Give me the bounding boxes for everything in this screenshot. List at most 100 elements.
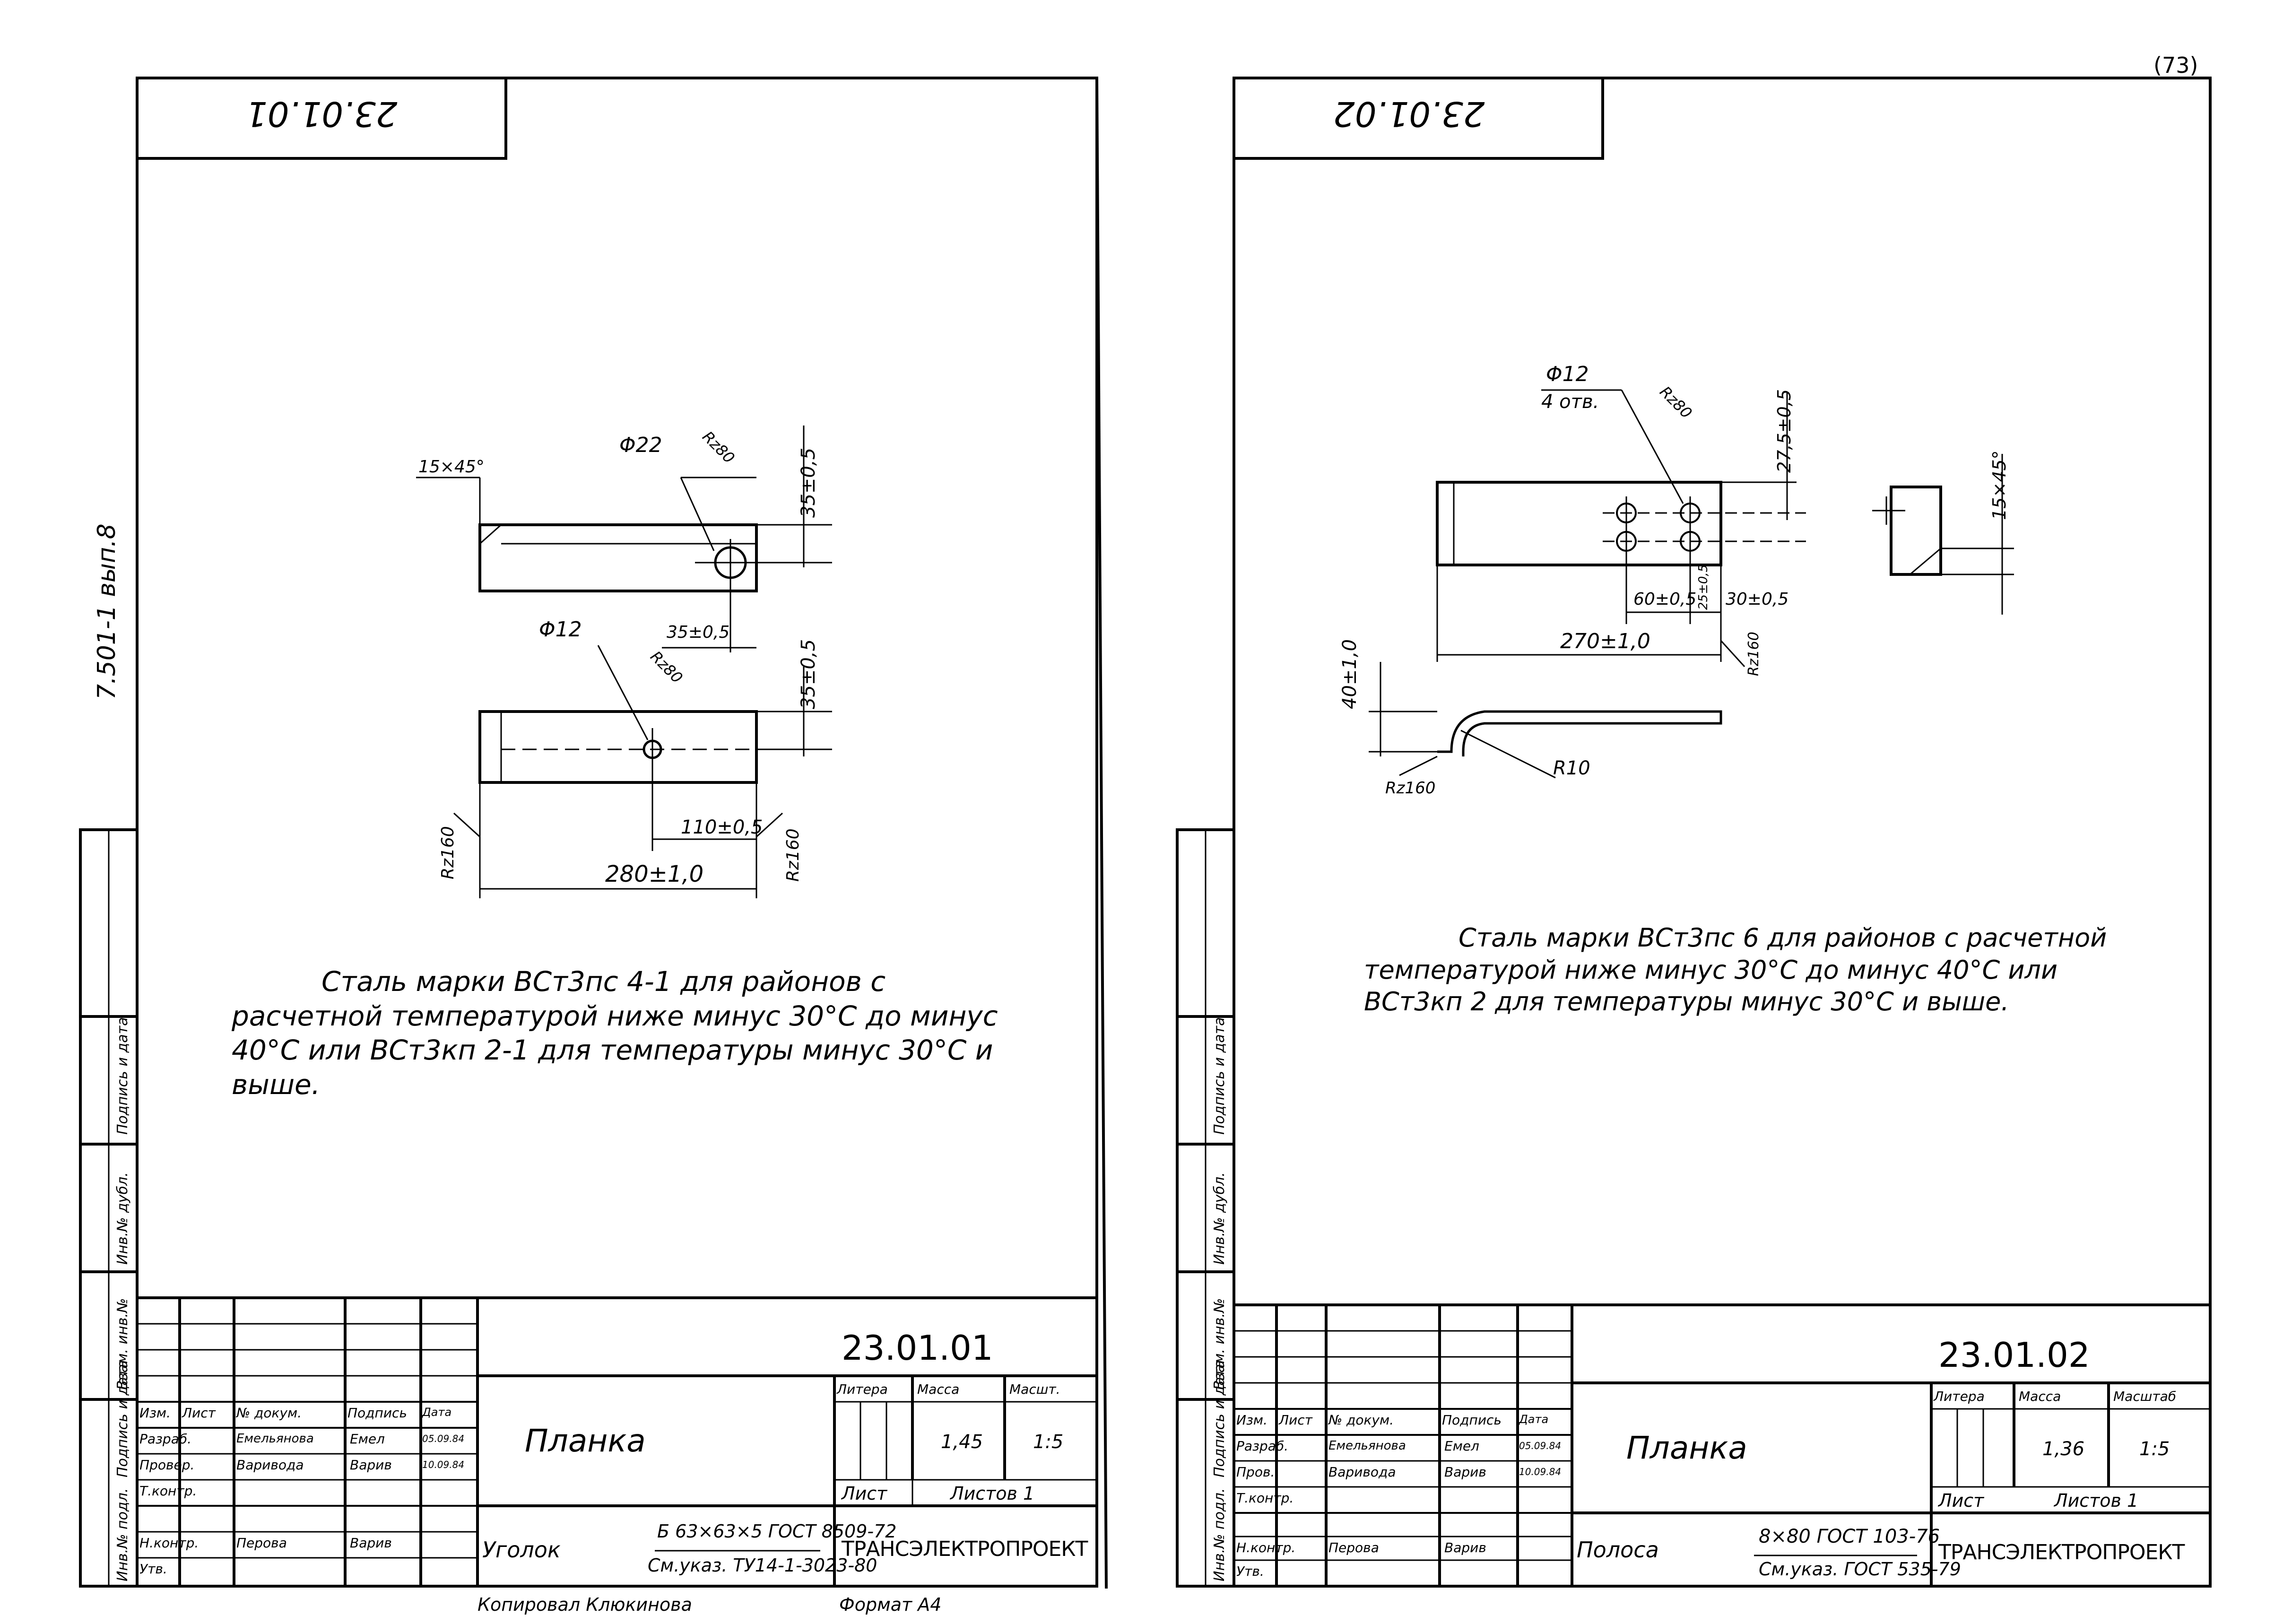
s1-role-4: Утв.	[139, 1561, 167, 1577]
part1-chamfer: 15×45°	[418, 457, 485, 477]
s2-role-3: Н.контр.	[1236, 1540, 1296, 1555]
part1-dim-35-bottom: 35±0,5	[798, 639, 819, 709]
s2-strip-3: Инв.№ дубл.	[1211, 1172, 1228, 1265]
s2-head-doc: № докум.	[1328, 1412, 1394, 1428]
part1-top-view	[478, 523, 758, 592]
page-number: (73)	[2153, 52, 2198, 78]
sheet1-title-block	[136, 1296, 1098, 1588]
s1-litera-label: Литера	[837, 1381, 888, 1397]
s2-material-prefix: Полоса	[1577, 1537, 1659, 1563]
s1-strip-4: Подпись и дата	[114, 1017, 131, 1135]
s1-sheet-label: Лист	[842, 1483, 887, 1504]
s1-role-0: Разраб.	[139, 1431, 192, 1447]
s2-role-1: Пров.	[1236, 1464, 1275, 1480]
s2-sheets-label: Листов 1	[2054, 1490, 2139, 1511]
s1-role-3: Н.контр.	[139, 1535, 199, 1551]
s2-scale-label: Масштаб	[2113, 1389, 2177, 1404]
part2-holes-count: 4 отв.	[1541, 391, 1599, 413]
s2-head-date: Дата	[1519, 1413, 1549, 1426]
s1-strip-0: Инв.№ подл.	[114, 1488, 131, 1581]
s1-material-bottom: См.указ. ТУ14-1-3023-80	[648, 1555, 877, 1576]
part1-dim-35-top: 35±0,5	[798, 447, 819, 518]
part2-dim-40: 40±1,0	[1339, 639, 1361, 709]
s2-material-top: 8×80 ГОСТ 103-76	[1759, 1526, 1940, 1547]
s1-org: ТРАНСЭЛЕКТРОПРОЕКТ	[842, 1537, 1088, 1561]
s1-mass: 1,45	[941, 1431, 983, 1453]
s2-date-1: 10.09.84	[1519, 1466, 1562, 1477]
s1-head-izm: Изм.	[139, 1405, 171, 1421]
s1-head-doc: № докум.	[236, 1405, 302, 1421]
s2-date-0: 05.09.84	[1519, 1440, 1562, 1451]
part1-hole22: Φ22	[619, 433, 662, 457]
part2-hole: Φ12	[1546, 362, 1589, 386]
s1-scale-label: Масшт.	[1009, 1381, 1060, 1397]
s1-name-0: Емельянова	[236, 1432, 314, 1446]
s2-sign-0: Емел	[1444, 1438, 1479, 1454]
s1-copied-by: Копировал Клюкинова	[478, 1594, 692, 1615]
part2-dim-270: 270±1,0	[1560, 629, 1650, 653]
s1-head-list: Лист	[182, 1405, 216, 1421]
s2-role-4: Утв.	[1236, 1563, 1264, 1579]
part1-hole12: Φ12	[539, 617, 582, 642]
s1-mass-label: Масса	[917, 1381, 960, 1397]
part2-dim-27: 27,5±0,5	[1774, 389, 1795, 473]
s2-sign-3: Варив	[1444, 1540, 1486, 1555]
sheet1-corner-box	[136, 77, 507, 160]
sheet2-corner-code: 23.01.02	[1333, 94, 1485, 134]
s1-date-1: 10.09.84	[422, 1459, 465, 1470]
s1-material-top: Б 63×63×5 ГОСТ 8509-72	[657, 1521, 897, 1542]
s1-code: 23.01.01	[842, 1328, 993, 1368]
s1-sign-1: Варив	[350, 1457, 392, 1473]
s2-sheet-label: Лист	[1938, 1490, 1984, 1511]
s1-sign-0: Емел	[350, 1431, 385, 1447]
part2-rz-end: Rz160	[1745, 632, 1762, 676]
part1-rz-right: Rz160	[783, 828, 803, 882]
s1-format: Формат А4	[839, 1594, 942, 1615]
s2-name-0: Емельянова	[1328, 1439, 1406, 1453]
part2-front-view	[1436, 481, 1722, 566]
part2-dim-30: 30±0,5	[1726, 590, 1789, 609]
part1-dim-35-horiz: 35±0,5	[667, 623, 730, 642]
part1-dim-110: 110±0,5	[681, 816, 763, 838]
part2-dim-60: 60±0,5	[1633, 590, 1697, 609]
s2-org: ТРАНСЭЛЕКТРОПРОЕКТ	[1938, 1540, 2185, 1564]
s2-name-3: Перова	[1328, 1540, 1379, 1555]
part2-radius: R10	[1553, 757, 1590, 779]
s1-sheets-label: Листов 1	[950, 1483, 1035, 1504]
sheet2-corner-box	[1233, 77, 1604, 160]
s2-strip-4: Подпись и дата	[1211, 1017, 1228, 1135]
s1-role-2: Т.контр.	[139, 1483, 197, 1499]
s1-strip-3: Инв.№ дубл.	[114, 1172, 131, 1265]
s1-material-prefix: Уголок	[482, 1537, 561, 1563]
s2-strip-0: Инв.№ подл.	[1211, 1488, 1228, 1581]
s2-material-bottom: См.указ. ГОСТ 535-79	[1759, 1559, 1961, 1580]
s1-date-0: 05.09.84	[422, 1433, 465, 1444]
sheet2-title-block	[1233, 1303, 2212, 1588]
s2-title: Планка	[1626, 1430, 1747, 1466]
s1-name-3: Перова	[236, 1535, 287, 1551]
s2-sign-1: Варив	[1444, 1464, 1486, 1480]
s2-mass: 1,36	[2042, 1438, 2085, 1460]
s2-role-0: Разраб.	[1236, 1438, 1289, 1454]
part1-rz-left: Rz160	[438, 826, 458, 879]
part2-dim-25: 25±0,5	[1696, 564, 1710, 610]
s1-title: Планка	[525, 1423, 646, 1459]
s2-mass-label: Масса	[2019, 1389, 2061, 1404]
s2-head-list: Лист	[1279, 1412, 1312, 1428]
s1-name-1: Варивода	[236, 1457, 304, 1473]
part2-bend-view	[1437, 710, 1722, 756]
s2-strip-2: Взам. инв.№	[1211, 1298, 1228, 1390]
part2-rz-bend: Rz160	[1385, 779, 1436, 798]
part2-dim-chamfer: 15×45°	[1989, 450, 2010, 520]
s2-litera-label: Литера	[1934, 1389, 1985, 1404]
part2-side-view	[1890, 486, 1942, 576]
s1-head-date: Дата	[422, 1406, 452, 1419]
s2-scale: 1:5	[2139, 1438, 2170, 1460]
sheet1-material-note: Сталь марки ВСт3пс 4-1 для районов с рас…	[232, 965, 998, 1101]
s2-head-sign: Подпись	[1442, 1412, 1502, 1428]
s1-strip-2: Взам. инв.№	[114, 1298, 131, 1390]
s2-name-1: Варивода	[1328, 1464, 1396, 1480]
s1-head-sign: Подпись	[347, 1405, 407, 1421]
s1-role-1: Провер.	[139, 1457, 195, 1473]
